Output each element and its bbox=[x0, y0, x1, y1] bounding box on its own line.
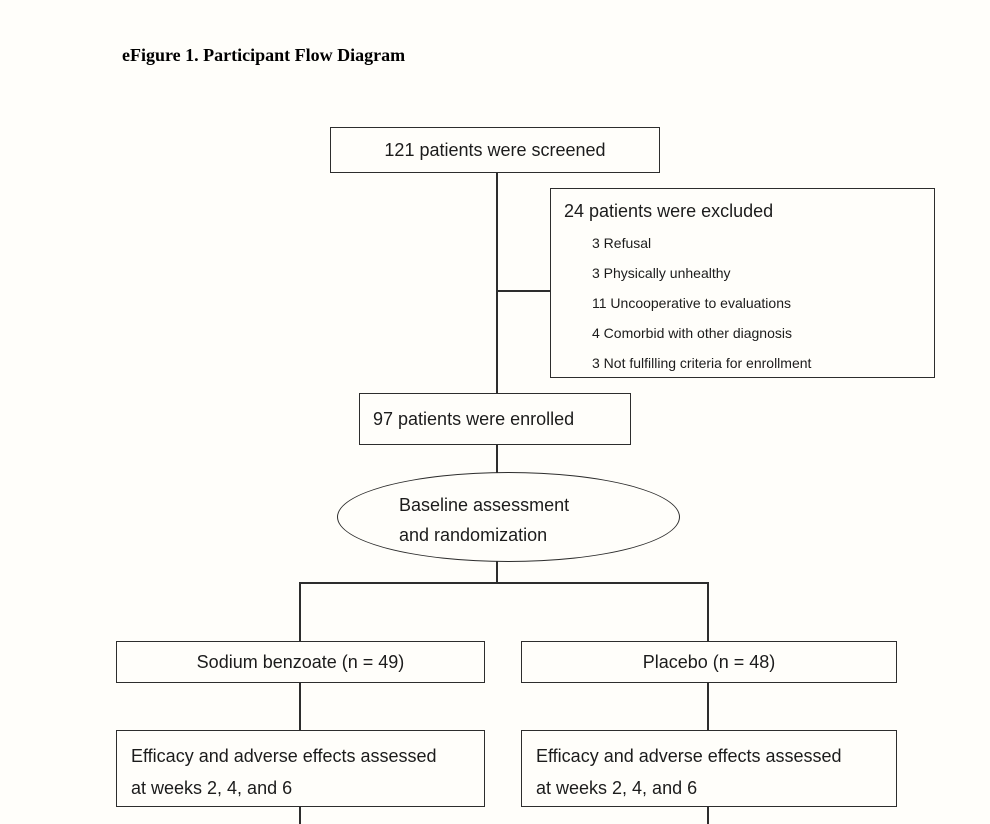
excluded-item: 11 Uncooperative to evaluations bbox=[592, 295, 791, 311]
arm-sodium-label: Sodium benzoate (n = 49) bbox=[196, 651, 405, 672]
excluded-item: 3 Physically unhealthy bbox=[592, 265, 731, 281]
excluded-item: 4 Comorbid with other diagnosis bbox=[592, 325, 792, 341]
excluded-box: 24 patients were excluded 3 Refusal 3 Ph… bbox=[550, 188, 935, 378]
screened-box: 121 patients were screened bbox=[330, 127, 660, 173]
figure-title: eFigure 1. Participant Flow Diagram bbox=[122, 45, 406, 65]
excluded-item: 3 Refusal bbox=[592, 235, 652, 251]
arm-box-placebo: Placebo (n = 48) bbox=[521, 641, 897, 683]
connector-left-assess-tail bbox=[299, 806, 301, 824]
connector-split-to-right-arm bbox=[707, 582, 709, 642]
randomization-ellipse: Baseline assessment and randomization bbox=[337, 472, 680, 562]
assessment-box-right: Efficacy and adverse effects assessed at… bbox=[521, 730, 897, 807]
assessment-left-line1: Efficacy and adverse effects assessed bbox=[131, 746, 437, 766]
connector-split-to-left-arm bbox=[299, 582, 301, 642]
connector-screened-to-enrolled bbox=[496, 172, 498, 394]
connector-enrolled-to-ellipse bbox=[496, 444, 498, 473]
arm-placebo-label: Placebo (n = 48) bbox=[642, 651, 776, 672]
assessment-right-line2: at weeks 2, 4, and 6 bbox=[536, 778, 698, 798]
arm-box-sodium-benzoate: Sodium benzoate (n = 49) bbox=[116, 641, 485, 683]
excluded-item: 3 Not fulfilling criteria for enrollment bbox=[592, 355, 812, 371]
connector-branch-to-excluded bbox=[497, 290, 551, 292]
excluded-header: 24 patients were excluded bbox=[564, 201, 774, 221]
connector-right-assess-tail bbox=[707, 806, 709, 824]
assessment-left-line2: at weeks 2, 4, and 6 bbox=[131, 778, 293, 798]
connector-split-horizontal bbox=[299, 582, 709, 584]
connector-ellipse-to-split bbox=[496, 560, 498, 583]
screened-label: 121 patients were screened bbox=[384, 139, 606, 160]
assessment-box-left: Efficacy and adverse effects assessed at… bbox=[116, 730, 485, 807]
enrolled-box: 97 patients were enrolled bbox=[359, 393, 631, 445]
randomization-line2: and randomization bbox=[399, 524, 548, 545]
enrolled-label: 97 patients were enrolled bbox=[373, 408, 575, 429]
randomization-line1: Baseline assessment bbox=[399, 494, 570, 515]
assessment-right-line1: Efficacy and adverse effects assessed bbox=[536, 746, 842, 766]
connector-right-arm-to-assess bbox=[707, 682, 709, 731]
connector-left-arm-to-assess bbox=[299, 682, 301, 731]
